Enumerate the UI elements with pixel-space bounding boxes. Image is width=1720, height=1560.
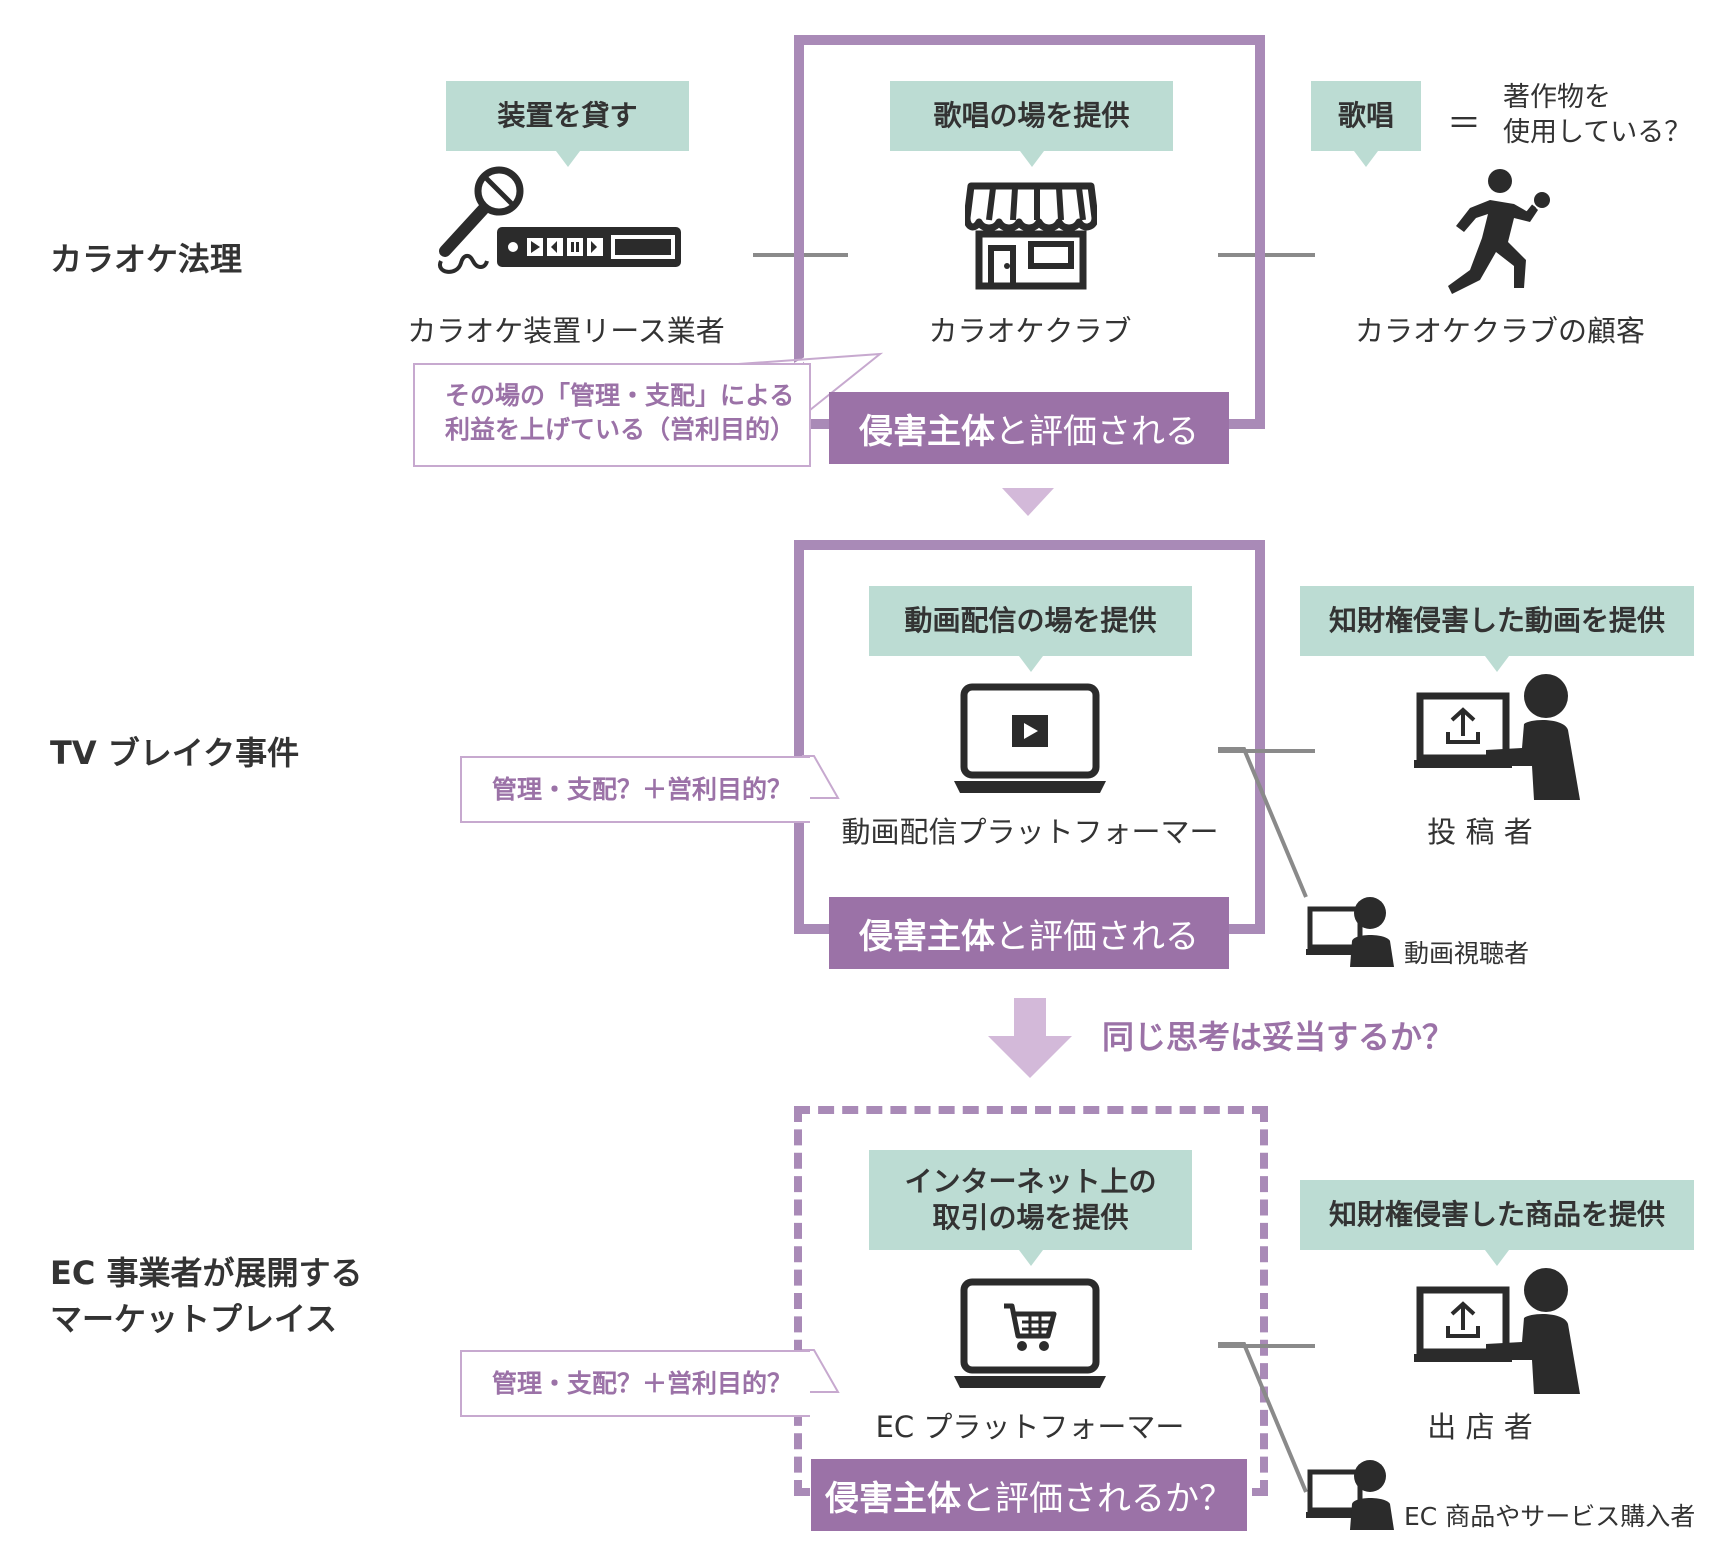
label-video-viewer: 動画視聴者 [1404,939,1530,968]
person-upload-icon [1414,1268,1580,1394]
bubble-singing: 歌唱 [1311,81,1421,167]
label-ec-buyer: EC 商品やサービス購入者 [1404,1502,1696,1531]
laptop-video-icon [954,683,1106,793]
row-title-ec-line-2: マーケットプレイス [50,1300,338,1338]
arrow-down-small-icon [1002,488,1054,516]
question-line-2: 使用している？ [1503,117,1692,148]
note-line-1: その場の「管理・支配」による [445,381,795,410]
connector-club-customer [1218,253,1315,257]
verdict-bold: 侵害主体 [859,916,995,957]
viewer-icon [1306,897,1394,967]
label-video-platformer: 動画配信プラットフォーマー [841,815,1219,849]
verdict-karaoke: 侵害主体と評価される [829,392,1229,464]
bubble-lend-device: 装置を貸す [446,81,689,167]
connector-ec-buyer [1218,1342,1308,1493]
buyer-icon [1306,1460,1394,1530]
row-title-tvbreak: TV ブレイク事件 [50,734,300,772]
connector-platform-poster [1218,749,1315,753]
transition-question: 同じ思考は妥当するか？ [1102,1018,1455,1056]
label-ec-platformer: EC プラットフォーマー [875,1410,1185,1444]
verdict-ec: 侵害主体と評価されるか？ [811,1459,1247,1531]
verdict-rest: と評価される [995,411,1199,452]
bubble-video-place: 動画配信の場を提供 [869,586,1192,672]
arrow-down-large-icon [988,998,1072,1078]
row-title-ec-line-1: EC 事業者が展開する [50,1254,363,1292]
label-poster: 投 稿 者 [1427,815,1533,849]
row-title-karaoke: カラオケ法理 [50,240,243,278]
running-singer-icon [1448,169,1550,294]
bubble-trade-line-2: 取引の場を提供 [932,1201,1129,1234]
question-line-1: 著作物を [1503,82,1611,113]
note-question-tvbreak: 管理・支配？＋営利目的？ [460,756,810,823]
label-karaoke-club: カラオケクラブ [928,314,1132,348]
person-upload-icon [1414,674,1580,800]
equals-sign: ＝ [1447,104,1481,144]
label-seller: 出 店 者 [1427,1410,1533,1444]
connector-platform-viewer [1218,747,1308,898]
connector-ec-seller [1218,1344,1315,1348]
bubble-trade-place: インターネット上の 取引の場を提供 [869,1150,1192,1266]
copyright-use-question: 著作物を 使用している？ [1503,80,1691,150]
note-line-2: 利益を上げている（営利目的） [445,415,796,444]
microphone-karaoke-machine-icon [438,166,681,274]
bubble-singing-place: 歌唱の場を提供 [890,81,1173,167]
verdict-tvbreak: 侵害主体と評価される [829,897,1229,969]
note-management-profit: その場の「管理・支配」による 利益を上げている（営利目的） [413,363,811,467]
label-karaoke-customer: カラオケクラブの顧客 [1354,314,1645,348]
label-karaoke-lessor: カラオケ装置リース業者 [407,314,725,348]
note-question-ec: 管理・支配？＋営利目的？ [460,1350,810,1417]
bubble-trade-line-1: インターネット上の [904,1165,1157,1198]
bubble-infringing-video: 知財権侵害した動画を提供 [1300,586,1694,672]
storefront-icon [965,182,1097,290]
laptop-cart-icon [954,1278,1106,1388]
bubble-infringing-goods: 知財権侵害した商品を提供 [1300,1180,1694,1266]
verdict-bold: 侵害主体 [859,411,995,452]
row-title-ec: EC 事業者が展開する マーケットプレイス [50,1250,363,1342]
verdict-bold: 侵害主体 [825,1478,961,1519]
verdict-rest: と評価されるか？ [961,1478,1233,1519]
verdict-rest: と評価される [995,916,1199,957]
